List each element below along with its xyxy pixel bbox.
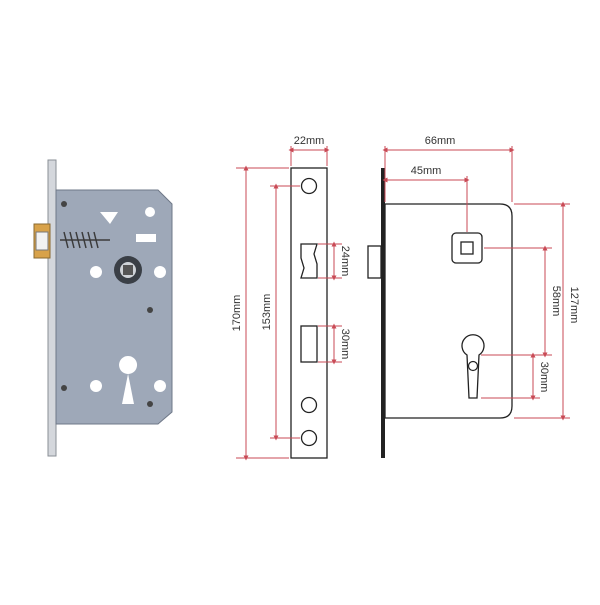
front-faceplate — [290, 167, 328, 459]
dim-faceplate-height: 170mm — [231, 295, 243, 332]
dim-backset: 66mm — [425, 135, 456, 147]
photo-spring — [60, 231, 110, 249]
front-screw-bottom — [300, 429, 318, 447]
dim-handle-offset: 45mm — [411, 165, 442, 177]
dim-deadbolt-height: 30mm — [339, 329, 351, 360]
dim-cylinder-height: 30mm — [538, 362, 550, 393]
side-view — [367, 168, 513, 458]
side-faceplate — [381, 168, 385, 458]
dim-latch-height: 24mm — [339, 246, 351, 277]
dim-faceplate-width: 22mm — [294, 135, 325, 147]
dim-screw-spacing: 153mm — [261, 294, 273, 331]
side-case — [384, 203, 513, 419]
photo-cylinder-cutout — [119, 356, 138, 404]
side-dimensions — [382, 146, 570, 421]
front-dimensions — [236, 146, 342, 461]
photo-lock-body — [55, 189, 173, 425]
dim-center-distance: 58mm — [550, 286, 562, 317]
front-screw-top — [300, 177, 318, 195]
front-latch-opening — [300, 243, 318, 279]
front-view — [290, 167, 328, 459]
front-deadbolt-opening — [300, 325, 318, 363]
side-latch — [367, 245, 382, 279]
dim-case-height: 127mm — [568, 287, 580, 324]
front-screw-mid — [300, 396, 318, 414]
lock-photo — [33, 159, 173, 457]
side-follower-inner — [460, 241, 474, 255]
photo-faceplate — [47, 159, 57, 457]
